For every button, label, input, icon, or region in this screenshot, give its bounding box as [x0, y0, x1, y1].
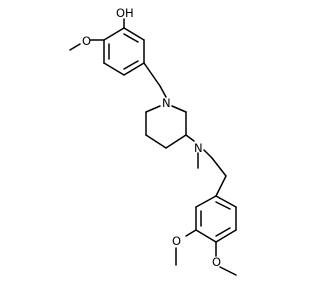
bond	[165, 134, 187, 149]
bond	[123, 60, 139, 70]
hydroxyl-label: OH	[116, 6, 134, 20]
methoxy-oxygen-label: O	[82, 34, 91, 48]
bond	[69, 43, 81, 51]
bond	[171, 105, 187, 113]
bonds	[69, 18, 237, 276]
bond	[103, 62, 125, 76]
bond	[185, 134, 195, 142]
bond	[143, 62, 161, 87]
bond	[195, 195, 217, 208]
bond	[103, 27, 125, 41]
bond	[145, 105, 161, 113]
bond	[215, 229, 237, 243]
piperidine-nitrogen-label: N	[162, 96, 171, 110]
bond	[215, 227, 231, 237]
bond	[219, 266, 237, 276]
bond	[123, 62, 145, 76]
atom-labels: OH O N N O O	[82, 6, 221, 269]
bond	[145, 134, 167, 149]
bond	[185, 229, 197, 237]
bond	[215, 201, 231, 210]
bond	[159, 85, 167, 98]
bond	[215, 195, 237, 208]
bond	[203, 149, 213, 159]
methoxy-oxygen-label: O	[172, 234, 181, 248]
bond	[211, 157, 227, 177]
amine-nitrogen-label: N	[194, 141, 203, 155]
bond	[195, 229, 217, 243]
bond	[215, 175, 227, 197]
bond	[123, 27, 145, 41]
bond	[123, 33, 139, 43]
methoxy-oxygen-label: O	[212, 255, 221, 269]
molecule-structure: OH O N N O O	[69, 6, 237, 276]
